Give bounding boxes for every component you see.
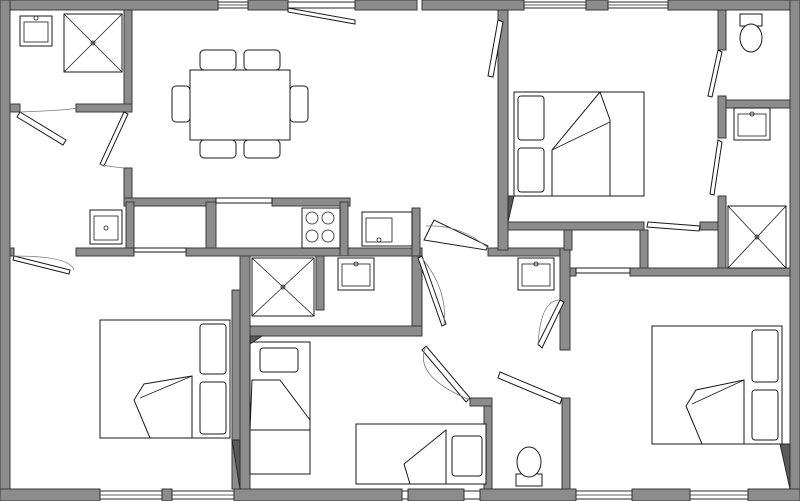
shower-tray-icon bbox=[63, 13, 123, 73]
door bbox=[423, 219, 489, 251]
wall-notches bbox=[231, 195, 791, 490]
bed-icon bbox=[355, 423, 487, 485]
sink-icon bbox=[517, 257, 555, 291]
bed-icon bbox=[651, 325, 783, 445]
window bbox=[401, 490, 409, 500]
shower-tray-icon bbox=[251, 257, 315, 317]
door bbox=[16, 111, 67, 146]
chair-icon bbox=[289, 85, 309, 123]
hob-icon bbox=[301, 207, 341, 249]
dining-set bbox=[171, 49, 309, 159]
chair-icon bbox=[243, 49, 281, 71]
bed-icon bbox=[513, 91, 645, 197]
beds bbox=[99, 91, 783, 485]
door bbox=[707, 49, 723, 98]
interior-walls bbox=[9, 9, 791, 490]
chair-icon bbox=[243, 139, 281, 159]
door bbox=[575, 267, 631, 274]
toilet-icon bbox=[739, 13, 763, 53]
dining-table bbox=[189, 69, 291, 141]
window bbox=[287, 1, 356, 9]
shower-tray-icon bbox=[727, 205, 787, 269]
sink-icon bbox=[361, 211, 413, 247]
sink-icon bbox=[337, 257, 375, 291]
sinks bbox=[19, 15, 771, 291]
door bbox=[133, 247, 187, 253]
door bbox=[487, 19, 504, 78]
toilets bbox=[515, 13, 763, 487]
door bbox=[646, 221, 701, 232]
toilet-icon bbox=[515, 446, 543, 487]
sink-icon bbox=[733, 107, 771, 141]
chair-icon bbox=[199, 49, 237, 71]
door bbox=[709, 139, 723, 196]
door bbox=[417, 255, 447, 327]
door bbox=[421, 345, 471, 403]
windows bbox=[99, 1, 749, 500]
chair-icon bbox=[171, 85, 191, 123]
door bbox=[12, 255, 71, 275]
sink-icon bbox=[89, 209, 123, 245]
chair-icon bbox=[199, 139, 237, 159]
sink-icon bbox=[19, 15, 53, 47]
bed-icon bbox=[249, 341, 311, 475]
door bbox=[215, 197, 273, 204]
door bbox=[537, 299, 565, 349]
shower-trays bbox=[63, 13, 787, 317]
doors bbox=[12, 19, 723, 405]
door bbox=[497, 371, 563, 405]
door bbox=[99, 111, 129, 167]
bed-icon bbox=[99, 319, 231, 439]
window bbox=[463, 490, 481, 500]
